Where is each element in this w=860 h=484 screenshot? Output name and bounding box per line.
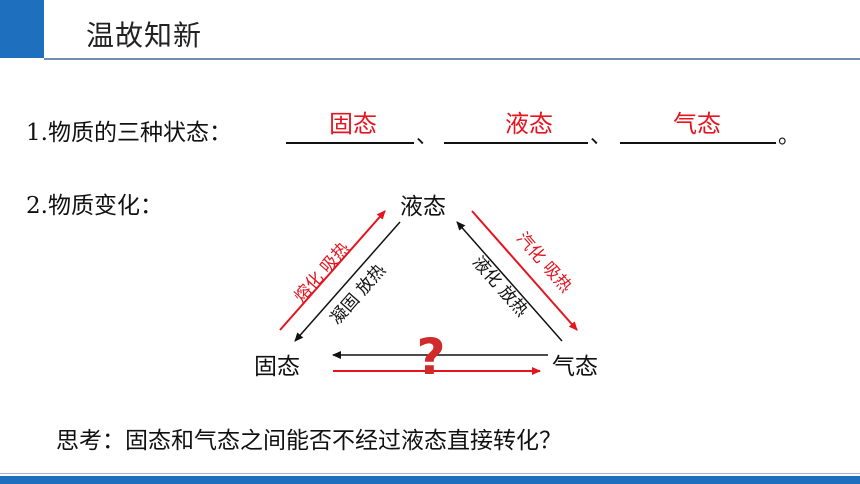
footer-thin-rule	[0, 473, 860, 474]
state-solid: 固态	[254, 354, 300, 380]
title-accent-block	[0, 0, 44, 58]
liquefying-arrow	[456, 221, 563, 342]
vaporizing-label: 汽化 吸热	[512, 229, 576, 297]
separator-1: 、	[416, 124, 439, 149]
answer-gas: 气态	[673, 110, 721, 138]
sentence-end: 。	[778, 124, 801, 149]
liquefying-label: 液化 放热	[468, 253, 532, 321]
question-2-label: 2.物质变化：	[26, 193, 163, 219]
footer-bar	[0, 476, 860, 484]
state-liquid: 液态	[400, 194, 446, 220]
separator-2: 、	[590, 124, 613, 149]
melting-arrow	[279, 210, 386, 331]
title-divider	[44, 58, 860, 60]
slide-title: 温故知新	[86, 19, 203, 52]
vaporizing-arrow	[471, 210, 578, 331]
question-mark-icon: ?	[416, 328, 446, 386]
solidifying-arrow	[294, 221, 401, 342]
question-1-label: 1.物质的三种状态：	[26, 120, 232, 146]
answer-blank-2	[444, 142, 588, 144]
answer-blank-1	[286, 142, 414, 144]
answer-blank-3	[620, 142, 776, 144]
state-gas: 气态	[552, 354, 598, 380]
answer-solid: 固态	[329, 110, 377, 138]
think-question: 思考：固态和气态之间能否不经过液态直接转化？	[56, 428, 562, 454]
answer-liquid: 液态	[505, 110, 553, 138]
